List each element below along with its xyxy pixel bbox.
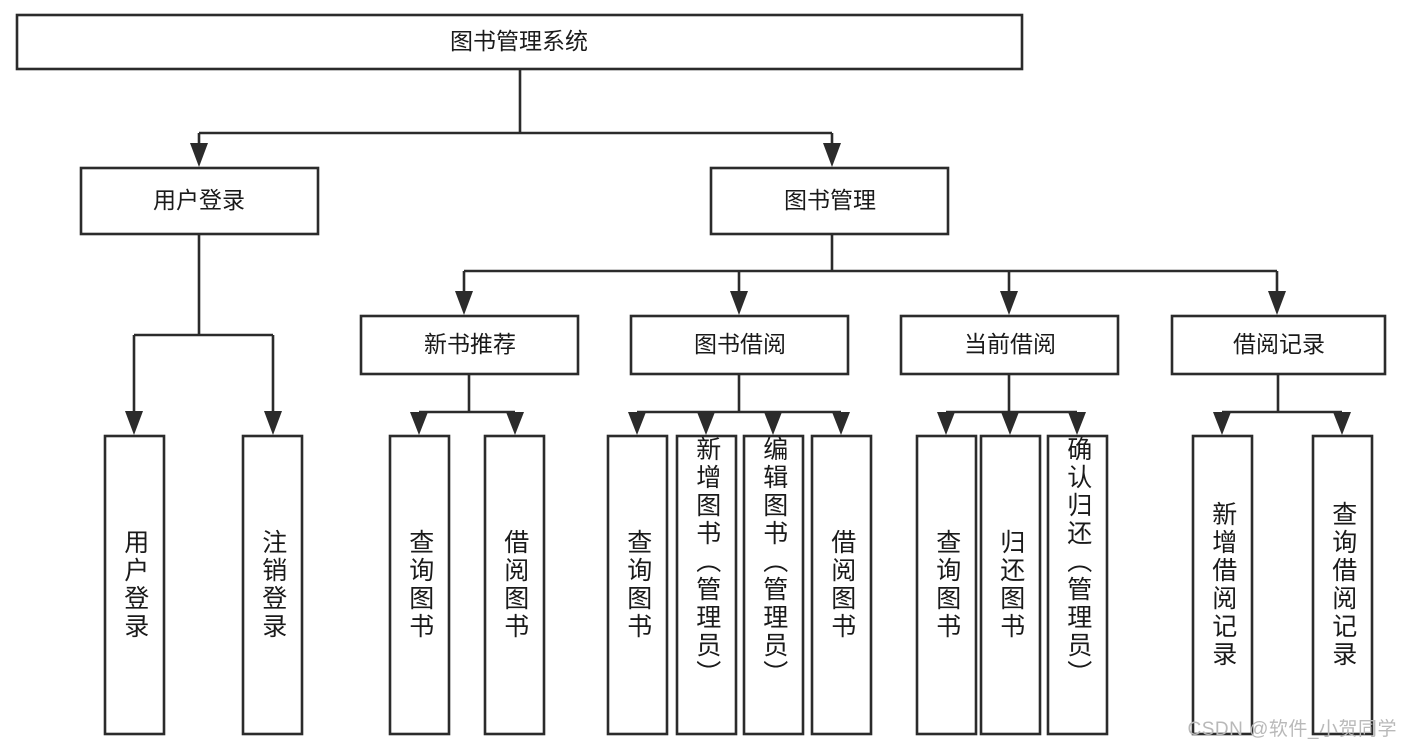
- arrow-head-icon: [264, 411, 282, 435]
- node-box[interactable]: [629, 314, 850, 376]
- leaf-box-query-book-current[interactable]: [915, 434, 978, 736]
- node-label: 借阅记录: [1233, 331, 1325, 357]
- arrow-head-icon: [190, 143, 208, 167]
- connector-current-borrow-to-leaves: [937, 374, 1086, 435]
- arrow-head-icon: [1268, 291, 1286, 315]
- node-label: 图书借阅: [694, 331, 786, 357]
- node-borrow-record[interactable]: 借阅记录: [1170, 314, 1387, 376]
- arrow-head-icon: [1333, 412, 1351, 435]
- node-book-management[interactable]: 图书管理: [709, 166, 950, 236]
- connector-user-login-to-leaves: [125, 234, 282, 435]
- node-root-book-management-system[interactable]: 图书管理系统: [15, 13, 1024, 71]
- arrow-head-icon: [730, 291, 748, 315]
- leaf-box-query-borrow-record[interactable]: [1311, 434, 1374, 736]
- node-box[interactable]: [359, 314, 580, 376]
- leaf-box-query-book-borrow[interactable]: [606, 434, 669, 736]
- node-user-login[interactable]: 用户登录: [79, 166, 320, 236]
- arrow-head-icon: [1000, 291, 1018, 315]
- arrow-head-icon: [628, 412, 646, 435]
- node-label: 新书推荐: [424, 331, 516, 357]
- connector-borrow-record-to-leaves: [1213, 374, 1351, 435]
- arrow-head-icon: [937, 412, 955, 435]
- arrow-head-icon: [125, 411, 143, 435]
- watermark-text: CSDN @软件_小贺同学: [1187, 719, 1397, 740]
- leaf-box-add-borrow-record[interactable]: [1191, 434, 1254, 736]
- node-box[interactable]: [15, 13, 1024, 71]
- arrow-head-icon: [1068, 412, 1086, 435]
- node-label: 当前借阅: [964, 331, 1056, 357]
- node-label-root: 图书管理系统: [450, 28, 588, 54]
- node-box[interactable]: [79, 166, 320, 236]
- connector-book-borrow-to-leaves: [628, 374, 850, 435]
- leaf-box-borrow-book-new[interactable]: [483, 434, 546, 736]
- node-new-book-recommend[interactable]: 新书推荐: [359, 314, 580, 376]
- node-box[interactable]: [899, 314, 1120, 376]
- node-label: 用户登录: [153, 187, 245, 213]
- connector-root-to-level2: [190, 69, 841, 167]
- leaf-box-user-login[interactable]: [103, 434, 166, 736]
- node-book-borrow[interactable]: 图书借阅: [629, 314, 850, 376]
- leaf-box-add-book-admin[interactable]: [675, 434, 738, 736]
- arrow-head-icon: [455, 291, 473, 315]
- node-label: 图书管理: [784, 187, 876, 213]
- arrow-head-icon: [823, 143, 841, 167]
- leaf-box-logout[interactable]: [241, 434, 304, 736]
- node-current-borrow[interactable]: 当前借阅: [899, 314, 1120, 376]
- arrow-head-icon: [506, 412, 524, 435]
- leaf-boxes: [103, 434, 1374, 736]
- arrow-head-icon: [697, 412, 715, 435]
- leaf-box-edit-book-admin[interactable]: [742, 434, 805, 736]
- node-box[interactable]: [709, 166, 950, 236]
- arrow-head-icon: [764, 412, 782, 435]
- leaf-box-return-book[interactable]: [979, 434, 1042, 736]
- connector-new-book-to-leaves: [410, 374, 524, 435]
- arrow-head-icon: [832, 412, 850, 435]
- connector-book-manage-to-level3: [455, 234, 1286, 315]
- leaf-box-confirm-return-admin[interactable]: [1046, 434, 1109, 736]
- arrow-head-icon: [1001, 412, 1019, 435]
- arrow-head-icon: [410, 412, 428, 435]
- arrow-head-icon: [1213, 412, 1231, 435]
- leaf-box-query-book-new[interactable]: [388, 434, 451, 736]
- node-box[interactable]: [1170, 314, 1387, 376]
- leaf-box-borrow-book[interactable]: [810, 434, 873, 736]
